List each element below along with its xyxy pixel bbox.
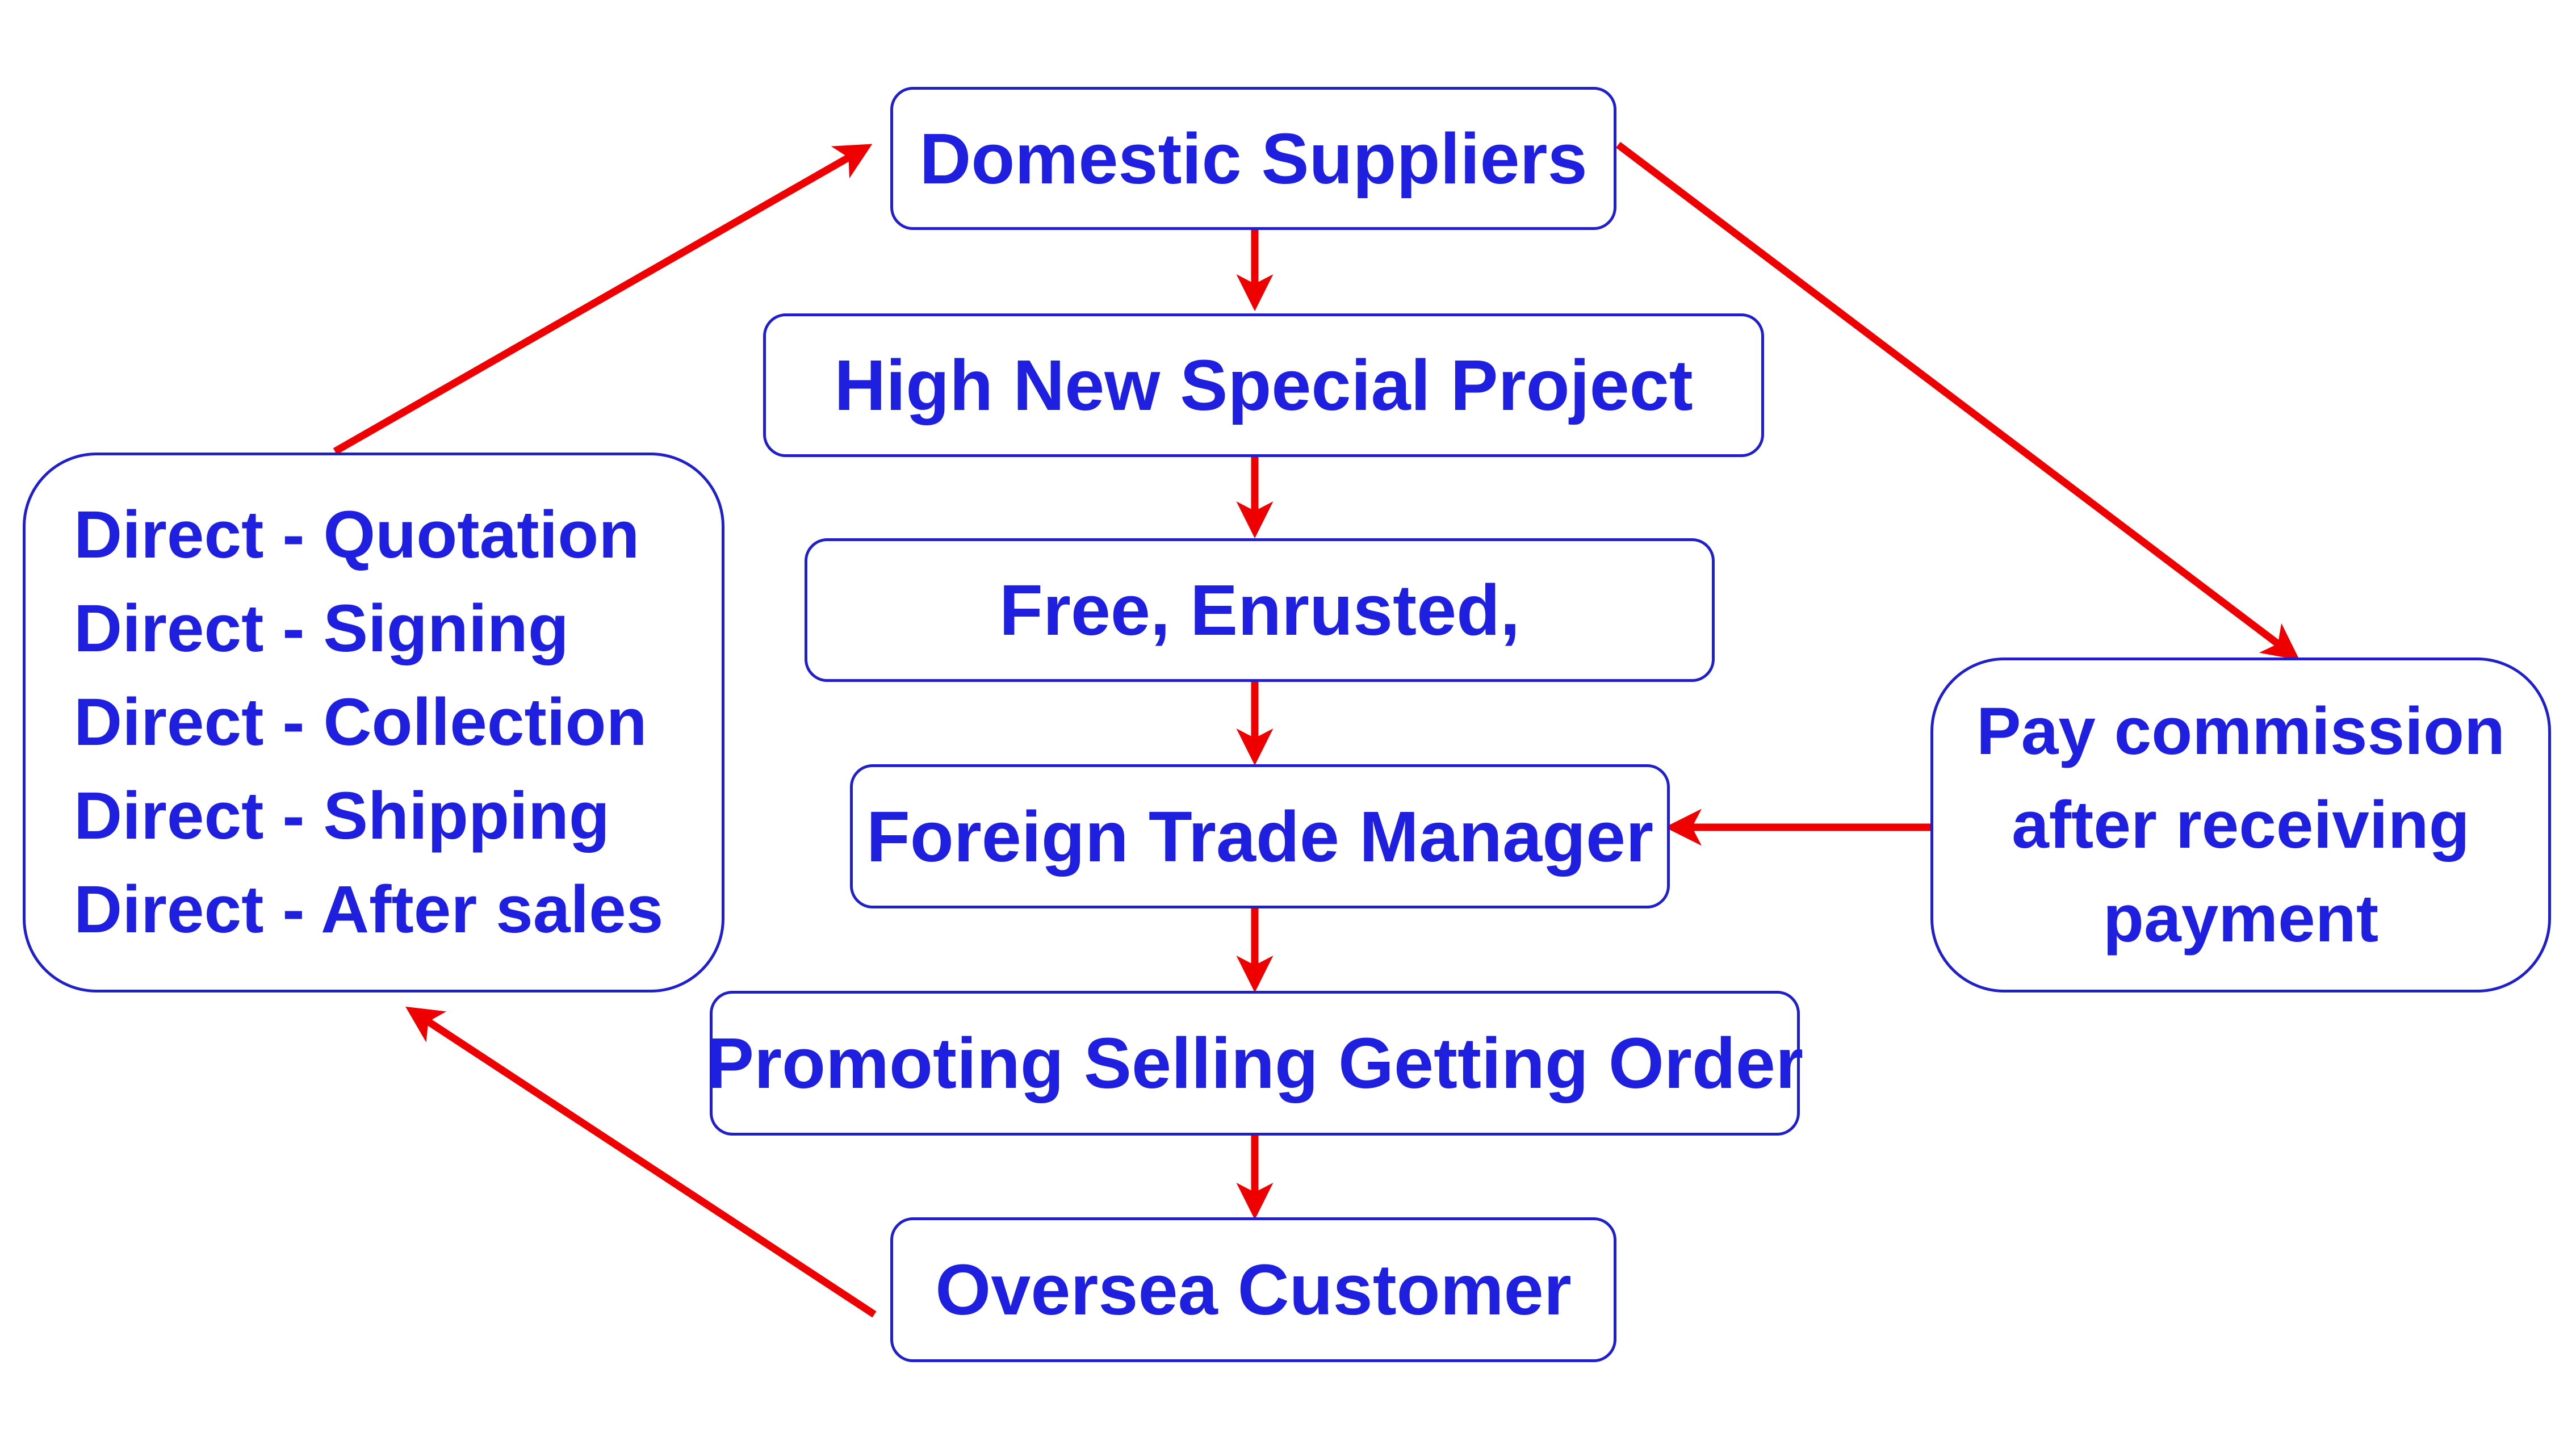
foreign-trade-manager-box: Foreign Trade Manager — [850, 764, 1670, 908]
direct-after-sales-item: Direct - After sales — [74, 872, 664, 947]
high-new-special-project-label: High New Special Project — [834, 345, 1693, 425]
promoting-selling-getting-order-label: Promoting Selling Getting Order — [706, 1023, 1804, 1103]
high-new-special-project-box: High New Special Project — [763, 313, 1764, 457]
direct-collection-item: Direct - Collection — [74, 685, 647, 760]
pay-commission-box: Pay commission after receiving payment — [1930, 658, 2551, 992]
pay-commission-line-2: after receiving — [2012, 787, 2470, 862]
oversea-customer-label: Oversea Customer — [935, 1250, 1572, 1330]
direct-services-box: Direct - Quotation Direct - Signing Dire… — [23, 453, 724, 992]
pay-commission-line-3: payment — [2102, 881, 2379, 956]
direct-quotation-item: Direct - Quotation — [74, 497, 640, 572]
oversea-customer-box: Oversea Customer — [890, 1217, 1616, 1362]
arrow-customer-to-direct — [405, 1006, 877, 1318]
domestic-suppliers-label: Domestic Suppliers — [919, 118, 1588, 199]
pay-commission-line-1: Pay commission — [1976, 693, 2506, 769]
promoting-selling-getting-order-box: Promoting Selling Getting Order — [706, 991, 1803, 1136]
foreign-trade-manager-label: Foreign Trade Manager — [866, 796, 1654, 877]
free-enrusted-label: Free, Enrusted, — [999, 570, 1521, 650]
arrow-direct-to-suppliers — [333, 144, 873, 455]
domestic-suppliers-box: Domestic Suppliers — [890, 87, 1616, 230]
direct-signing-item: Direct - Signing — [74, 591, 569, 666]
direct-shipping-item: Direct - Shipping — [74, 778, 610, 853]
free-enrusted-box: Free, Enrusted, — [805, 538, 1715, 682]
arrow-suppliers-to-commission — [1616, 141, 2300, 660]
